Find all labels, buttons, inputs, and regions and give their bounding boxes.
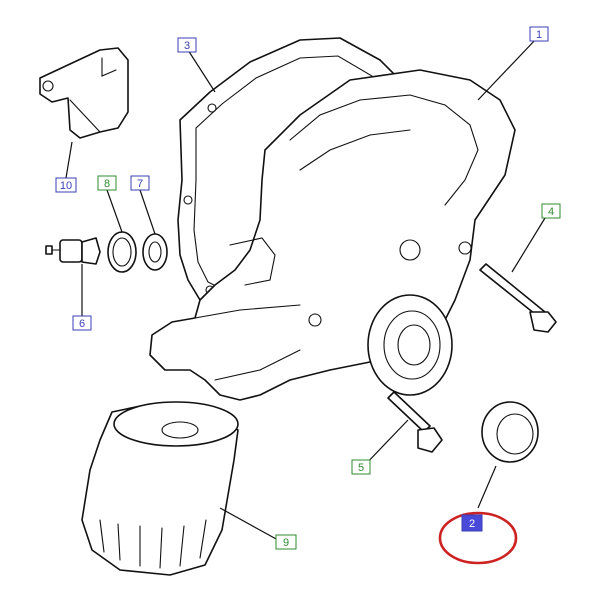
leader-10	[65, 141, 73, 179]
sealing-washer-part	[107, 231, 137, 273]
leader-2	[477, 465, 497, 509]
oil-pressure-sender-part	[45, 237, 101, 265]
callout-4: 4	[541, 203, 561, 219]
callout-8: 8	[97, 175, 117, 191]
callout-2-label: 2	[469, 518, 475, 530]
callout-10: 10	[55, 177, 77, 193]
callout-1: 1	[529, 26, 549, 42]
callout-6-label: 6	[79, 318, 85, 330]
bolt-part-4	[479, 263, 557, 333]
callout-1-label: 1	[536, 29, 542, 41]
callout-7-label: 7	[137, 178, 143, 190]
callout-3: 3	[177, 37, 197, 53]
bracket-part	[39, 47, 129, 139]
leader-9	[219, 507, 279, 541]
callout-5: 5	[351, 459, 371, 475]
callout-2: 2	[461, 514, 483, 532]
callout-5-label: 5	[358, 462, 364, 474]
oil-seal-part	[481, 401, 539, 463]
callout-9-label: 9	[283, 537, 289, 549]
oil-pump-housing-part	[367, 294, 453, 396]
leader-3	[187, 49, 216, 93]
oil-filter-part	[81, 401, 239, 576]
callout-10-label: 10	[60, 180, 72, 192]
leader-4	[511, 217, 546, 273]
highlight-circle	[438, 511, 518, 565]
leader-8	[106, 189, 123, 233]
callout-9: 9	[275, 534, 297, 550]
callout-3-label: 3	[184, 40, 190, 52]
callout-7: 7	[130, 175, 150, 191]
seal-ring-part	[142, 233, 168, 271]
callout-8-label: 8	[104, 178, 110, 190]
callout-6: 6	[72, 315, 92, 331]
callout-4-label: 4	[548, 206, 554, 218]
bolt-part-5	[387, 391, 443, 453]
leader-7	[139, 189, 156, 235]
leader-1	[477, 37, 538, 101]
